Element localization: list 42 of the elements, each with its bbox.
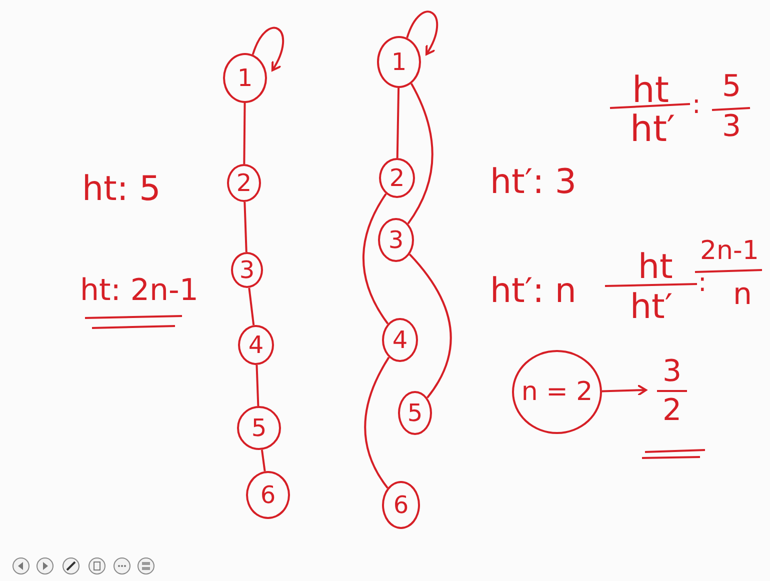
arrow (252, 26, 284, 72)
tree-edge (407, 83, 434, 224)
tree-edge (408, 254, 452, 398)
handwritten-text: ht (632, 73, 669, 109)
tree-node-circle: 1 (377, 36, 421, 88)
tree-node-circle: 5 (398, 391, 432, 435)
tree-edge (244, 202, 248, 252)
tree-node-circle: 2 (379, 158, 415, 198)
handwritten-text: ht′: n (490, 274, 576, 308)
handwritten-text: ht (638, 250, 673, 284)
handwritten-text: n (733, 280, 752, 310)
handwritten-text: ht′ (630, 112, 676, 148)
handwritten-text: : (698, 270, 707, 296)
tree-edge (396, 88, 400, 158)
tree-node-circle: 2 (227, 164, 261, 202)
tree-node-circle: 3 (378, 218, 414, 262)
tree-edge (256, 364, 260, 406)
tree-edge (248, 288, 255, 326)
tree-edge (364, 356, 390, 489)
fraction-term: 3 (662, 355, 682, 388)
tree-node-circle: 4 (238, 325, 274, 365)
arrow (602, 384, 647, 396)
tree-node-circle: 3 (231, 252, 263, 288)
handwritten-text: ht: 2n-1 (80, 276, 198, 306)
handwritten-text: 2n-1 (700, 238, 759, 264)
tree-node-circle: 6 (382, 481, 420, 529)
tree-node-circle: 1 (223, 53, 267, 103)
tree-node-circle: 5 (237, 406, 281, 450)
tree-edge (260, 450, 266, 472)
fraction-term: 2 (662, 394, 682, 427)
circled-condition: n = 2 (512, 350, 602, 434)
handwritten-text: ht′ (630, 290, 673, 324)
handwritten-text: : (692, 92, 701, 118)
tree-edge (362, 193, 389, 324)
tree-edge (243, 103, 246, 164)
arrow (406, 10, 438, 56)
handwritten-text: 5 (722, 72, 742, 102)
tree-node-circle: 4 (382, 318, 418, 362)
tree-node-circle: 6 (246, 471, 290, 519)
handwritten-text: 3 (722, 112, 742, 142)
handwritten-text: ht′: 3 (490, 165, 576, 199)
handwritten-text: ht: 5 (82, 172, 161, 206)
